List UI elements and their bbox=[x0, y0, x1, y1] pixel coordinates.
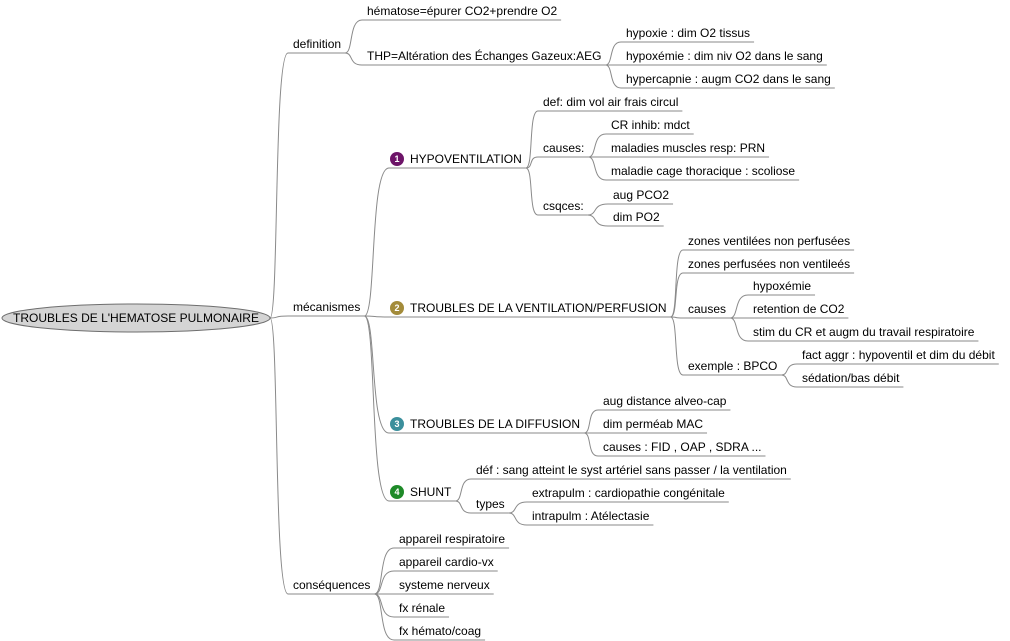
node-mec: mécanismes bbox=[293, 300, 360, 314]
connector-hq1 bbox=[587, 214, 609, 227]
connector-lines bbox=[269, 19, 798, 641]
connector-tcau bbox=[670, 316, 684, 319]
root-ellipse bbox=[1, 303, 271, 333]
connector-tex bbox=[670, 316, 684, 376]
node-def: definition bbox=[293, 37, 341, 51]
node-tc1: retention de CO2 bbox=[753, 302, 845, 316]
connector-hypcsq bbox=[525, 167, 539, 216]
node-z2: zones perfusées non ventileés bbox=[688, 257, 850, 271]
node-st0: extrapulm : cardiopathie congénitale bbox=[532, 486, 725, 500]
priority-badge-number: 4 bbox=[394, 487, 399, 497]
node-tcau: causes bbox=[688, 302, 726, 316]
node-te0: fact aggr : hypoventil et dim du débit bbox=[802, 348, 995, 362]
node-d1: dim perméab MAC bbox=[603, 417, 703, 431]
connector-hq0 bbox=[587, 203, 609, 216]
node-c2: systeme nerveux bbox=[399, 578, 490, 592]
connector-con bbox=[269, 317, 289, 595]
priority-badge-number: 2 bbox=[394, 303, 399, 313]
node-tdi: TROUBLES DE LA DIFFUSION bbox=[410, 417, 580, 431]
node-tex: exemple : BPCO bbox=[688, 359, 777, 373]
connector-d2 bbox=[583, 432, 599, 457]
node-hc2: maladie cage thoracique : scoliose bbox=[611, 164, 795, 178]
node-c4: fx hémato/coag bbox=[399, 624, 481, 638]
connector-te1 bbox=[781, 374, 798, 388]
node-hypcau: causes: bbox=[543, 141, 584, 155]
connector-def bbox=[269, 52, 289, 319]
connector-c4 bbox=[374, 593, 395, 641]
node-thp1: hypoxémie : dim niv O2 dans le sang bbox=[626, 49, 823, 63]
connector-hypcau bbox=[525, 156, 539, 169]
node-hypdef: def: dim vol air frais circul bbox=[543, 95, 678, 109]
node-c3: fx rénale bbox=[399, 601, 445, 615]
priority-badge bbox=[390, 152, 404, 166]
node-shdef: déf : sang atteint le syst artériel sans… bbox=[476, 463, 787, 477]
node-con: conséquences bbox=[293, 578, 370, 592]
node-tc2: stim du CR et augm du travail respiratoi… bbox=[753, 325, 975, 339]
connector-hc0 bbox=[588, 133, 607, 158]
node-hc0: CR inhib: mdct bbox=[611, 118, 690, 132]
connector-st0 bbox=[508, 501, 528, 514]
node-z1: zones ventilées non perfusées bbox=[688, 234, 850, 248]
node-hypcsq: csqces: bbox=[543, 199, 584, 213]
connector-mec bbox=[269, 315, 289, 319]
priority-badge bbox=[390, 485, 404, 499]
connector-hc2 bbox=[588, 156, 607, 181]
connector-sh bbox=[363, 315, 390, 502]
connector-tc0 bbox=[729, 294, 749, 319]
node-thp2: hypercapnie : augm CO2 dans le sang bbox=[626, 72, 831, 86]
priority-badge-number: 1 bbox=[394, 154, 399, 164]
connector-shdef bbox=[455, 478, 472, 502]
connector-te0 bbox=[781, 363, 798, 376]
connector-thp0 bbox=[605, 41, 622, 66]
connector-tdi bbox=[363, 315, 390, 434]
node-sh: SHUNT bbox=[410, 485, 452, 499]
root-title: TROUBLES DE L'HEMATOSE PULMONAIRE bbox=[13, 311, 259, 325]
node-hyp: HYPOVENTILATION bbox=[410, 152, 522, 166]
connector-hyp bbox=[363, 167, 390, 317]
mind-map-nodes: TROUBLES DE L'HEMATOSE PULMONAIRE definit… bbox=[1, 4, 999, 641]
node-te1: sédation/bas débit bbox=[802, 371, 900, 385]
node-tc0: hypoxémie bbox=[753, 279, 811, 293]
connector-c0 bbox=[374, 547, 395, 595]
node-c1: appareil cardio-vx bbox=[399, 555, 494, 569]
connector-tc2 bbox=[729, 317, 749, 342]
connector-c3 bbox=[374, 593, 395, 618]
connector-thp bbox=[344, 52, 363, 66]
priority-badge-number: 3 bbox=[394, 419, 399, 429]
connector-thp2 bbox=[605, 64, 622, 89]
node-thp: THP=Altération des Échanges Gazeux:AEG bbox=[367, 48, 601, 63]
node-c0: appareil respiratoire bbox=[399, 532, 505, 546]
node-d0: aug distance alveo-cap bbox=[603, 394, 727, 408]
connector-z2 bbox=[670, 272, 684, 318]
connector-hema bbox=[344, 19, 363, 54]
connector-shty bbox=[455, 500, 472, 514]
connector-d0 bbox=[583, 409, 599, 434]
node-d2: causes : FID , OAP , SDRA ... bbox=[603, 440, 762, 454]
connector-tvp bbox=[364, 315, 390, 318]
node-tvp: TROUBLES DE LA VENTILATION/PERFUSION bbox=[410, 301, 667, 315]
priority-badge bbox=[390, 301, 404, 315]
connector-c1 bbox=[374, 570, 395, 595]
connector-hypdef bbox=[525, 110, 539, 169]
connector-st1 bbox=[508, 512, 528, 526]
node-hc1: maladies muscles resp: PRN bbox=[611, 141, 765, 155]
node-hq0: aug PCO2 bbox=[613, 188, 669, 202]
node-thp0: hypoxie : dim O2 tissus bbox=[626, 26, 750, 40]
priority-badge bbox=[390, 417, 404, 431]
node-st1: intrapulm : Atélectasie bbox=[532, 509, 650, 523]
node-shty: types bbox=[476, 497, 505, 511]
node-hq1: dim PO2 bbox=[613, 210, 660, 224]
node-hema: hématose=épurer CO2+prendre O2 bbox=[367, 4, 557, 18]
